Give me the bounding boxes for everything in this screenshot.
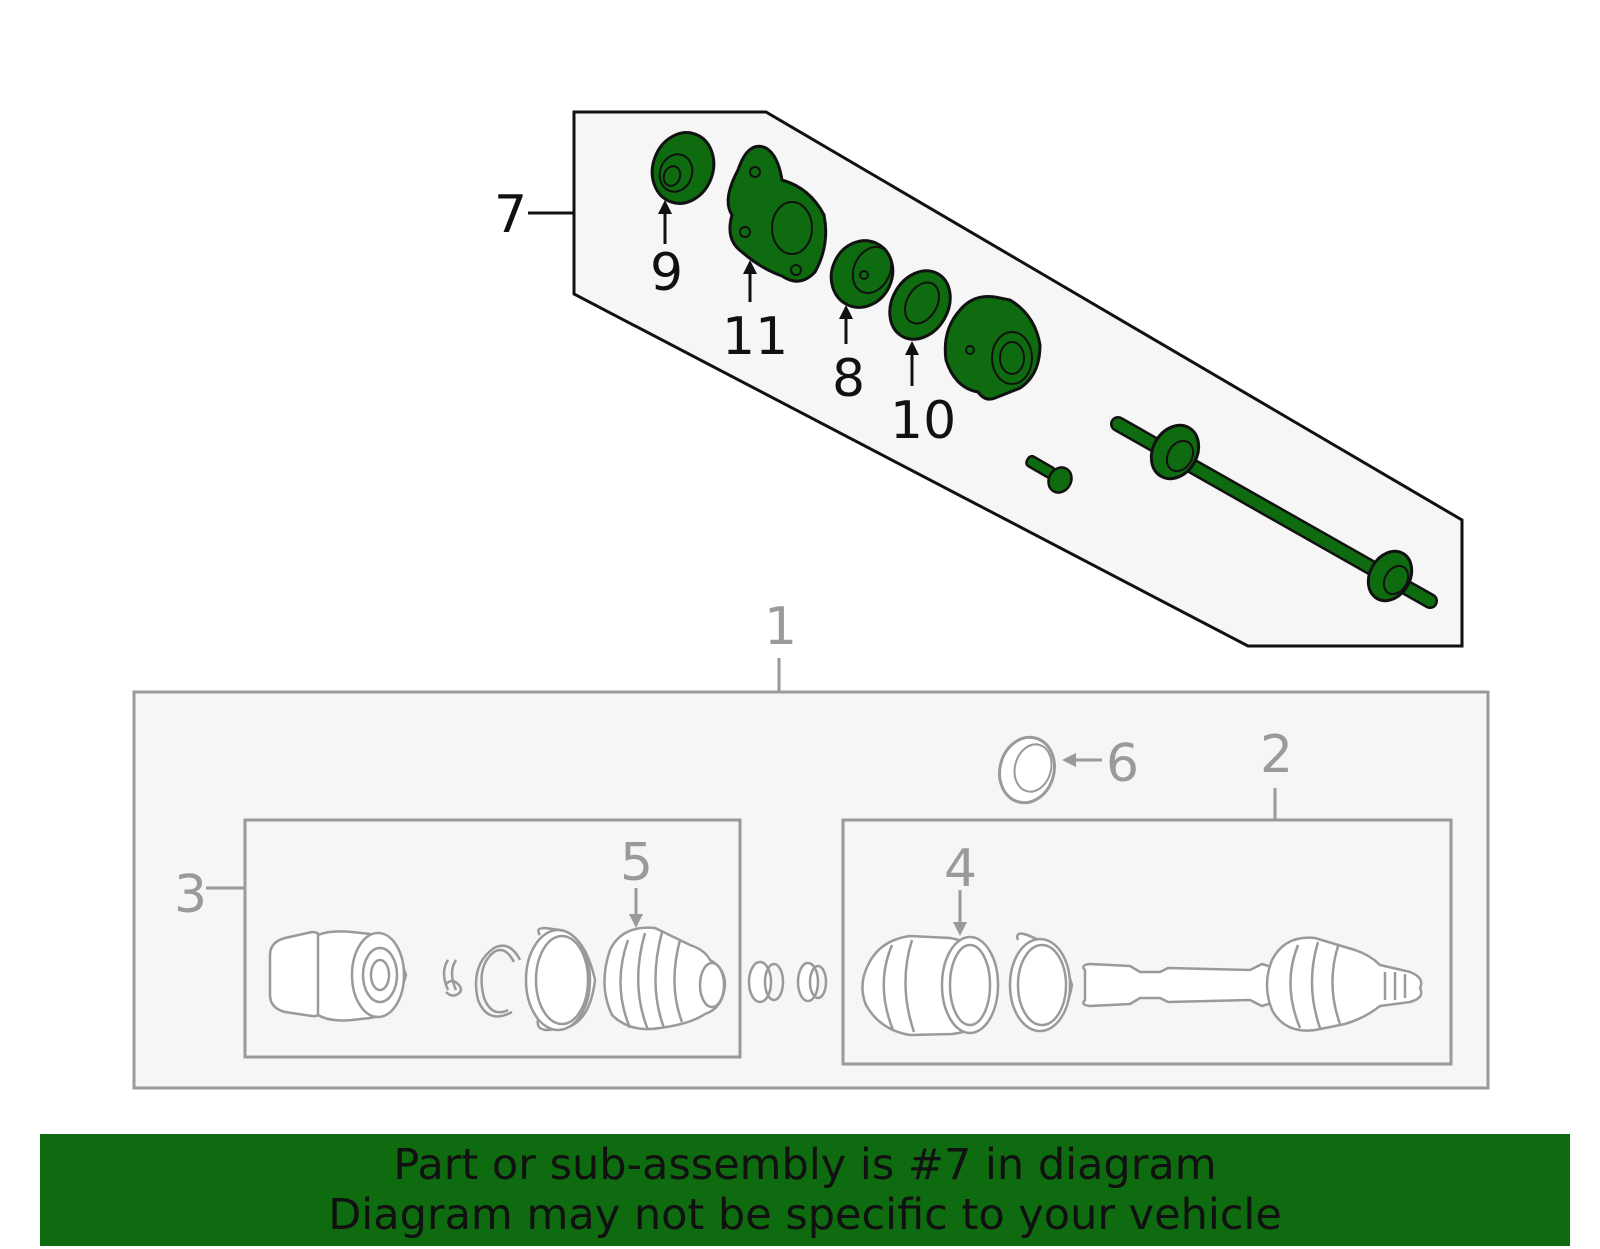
retaining-ring <box>474 944 522 1018</box>
outer-shaft <box>1082 936 1423 1032</box>
callout-4-arrowhead <box>953 922 967 936</box>
callout-8-arrowhead <box>839 305 853 319</box>
callout-10-label: 10 <box>890 391 956 451</box>
callout-9-label: 9 <box>650 243 683 303</box>
callout-7-label: 7 <box>494 185 527 245</box>
callout-8-label: 8 <box>832 349 865 409</box>
inner-joint-housing <box>268 930 408 1022</box>
hub-housing <box>943 295 1042 401</box>
hub-bolt <box>1025 454 1073 494</box>
callout-10-arrowhead <box>905 341 919 355</box>
snap-ring <box>442 959 463 997</box>
part-4-outer-boot <box>861 934 1000 1037</box>
info-banner: Part or sub-assembly is #7 in diagram Di… <box>40 1134 1570 1246</box>
axle-shaft <box>1110 416 1438 609</box>
part-5-inner-boot <box>603 926 727 1031</box>
part-9-seal <box>650 131 716 205</box>
callout-2-label: 2 <box>1260 725 1293 785</box>
callout-4-label: 4 <box>944 839 977 899</box>
part-6-nut <box>998 735 1056 805</box>
banner-line-2: Diagram may not be specific to your vehi… <box>328 1190 1282 1240</box>
boot-clamps <box>747 960 828 1004</box>
callout-3-label: 3 <box>174 865 207 925</box>
assembly-1-group: 1 6 2 3 <box>132 597 1490 1090</box>
inner-boot-ring <box>524 926 597 1032</box>
callout-6-label: 6 <box>1106 734 1139 794</box>
callout-5-arrowhead <box>629 914 643 928</box>
callout-9-arrowhead <box>658 200 672 214</box>
callout-11-label: 11 <box>722 307 788 367</box>
part-8-bearing <box>829 239 895 309</box>
callout-1-label: 1 <box>764 597 797 657</box>
outer-clamp-ring <box>1008 932 1074 1033</box>
part-11-bracket <box>726 144 828 283</box>
part-10-seal <box>888 269 952 341</box>
callout-5-label: 5 <box>620 833 653 893</box>
callout-11-arrowhead <box>743 260 757 274</box>
banner-line-1: Part or sub-assembly is #7 in diagram <box>393 1140 1217 1190</box>
subassembly-7-group: 7 9 11 8 <box>494 110 1464 648</box>
callout-6-arrowhead <box>1062 753 1076 767</box>
